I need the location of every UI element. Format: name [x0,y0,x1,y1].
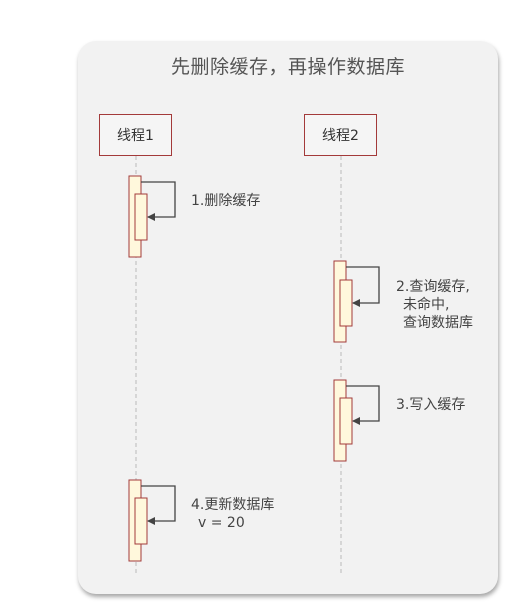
step-4-line-1: 4.更新数据库 [191,497,275,513]
step-1-label: 1.删除缓存 [191,193,260,210]
step-2-line-2: 未命中, [403,297,450,313]
step-1-activation [128,175,176,258]
actor-label: 线程2 [322,128,359,144]
step-2-line-1: 2.查询缓存, [396,279,470,295]
step-2-label: 2.查询缓存, 未命中, 查询数据库 [396,279,473,332]
step-2-activation [333,260,380,343]
step-3-activation [333,379,380,462]
step-4-label: 4.更新数据库 v = 20 [191,497,274,532]
step-1-line-1: 1.删除缓存 [191,193,261,209]
step-3-label: 3.写入缓存 [396,397,465,414]
step-4-activation [128,479,176,562]
actor-label: 线程1 [117,128,154,144]
step-3-line-1: 3.写入缓存 [396,397,466,413]
step-2-line-3: 查询数据库 [403,315,473,331]
actor-thread-1: 线程1 [99,114,172,156]
diagram-title: 先删除缓存，再操作数据库 [170,56,405,78]
actor-thread-2: 线程2 [304,114,377,156]
step-4-line-2: v = 20 [198,515,245,531]
